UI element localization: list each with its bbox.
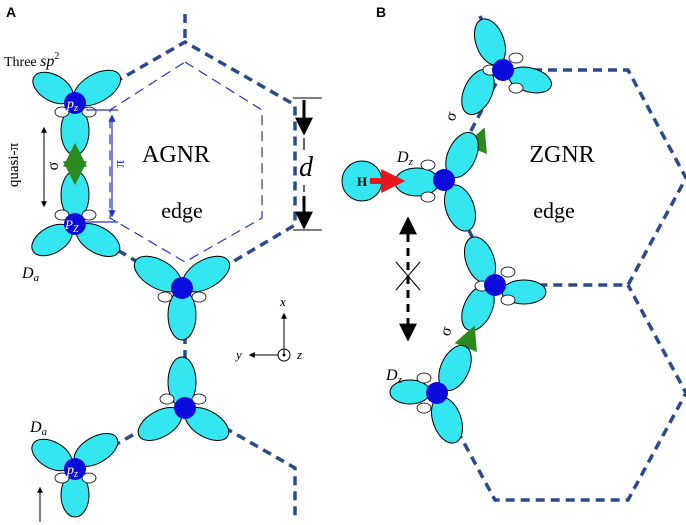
panel-a: A pz PZ [4, 4, 322, 522]
edge-atom-bottom: pz [31, 433, 119, 518]
panel-a-label: A [6, 4, 16, 20]
quasi-pi-label: quasi-π [6, 142, 22, 187]
edge-atom-lower: PZ [31, 170, 121, 257]
carbon-atom [171, 277, 193, 299]
pz-label-lower: PZ [64, 217, 79, 235]
carbon-atom [426, 382, 448, 404]
pz-label: pz [66, 97, 78, 114]
edge-atom-upper: pz [32, 69, 122, 156]
orbital-note: Three sp2 [4, 51, 59, 70]
carbon-atom [64, 213, 86, 235]
bulk-atom-middle [133, 255, 231, 341]
distance-d-marker: d [293, 97, 322, 231]
sigma-label: σ [45, 161, 62, 170]
bulk-atom-lower [137, 356, 230, 441]
pz-label-bottom: pz [66, 463, 78, 480]
carbon-atom [484, 274, 506, 296]
zgnr-ribbon-name: ZGNR [529, 142, 594, 168]
site-label-da-lower: Da [29, 419, 48, 438]
panel-b-label: B [376, 4, 386, 20]
carbon-atom [433, 169, 455, 191]
zgnr-atom-bottom [389, 344, 472, 444]
sigma-top-label: σ [442, 109, 461, 123]
site-label-dz-bottom: Dz [385, 367, 403, 386]
carbon-atom [64, 458, 86, 480]
site-label-da: Da [21, 265, 40, 284]
axis-x-label: x [279, 294, 286, 309]
zgnr-edge-atom-h [394, 131, 479, 232]
z-axis-out-icon [277, 348, 291, 362]
carbon-atom [174, 397, 196, 419]
sigma-bottom-label: σ [437, 324, 456, 338]
carbon-atom [492, 59, 514, 81]
distance-label: d [299, 152, 314, 183]
pi-label: π [112, 160, 128, 168]
hydrogen-label: H [357, 174, 367, 189]
ribbon-name: AGNR [142, 142, 210, 168]
zgnr-edge-word: edge [533, 198, 575, 223]
carbon-atom [64, 92, 86, 114]
site-label-dz-top: Dz [396, 149, 414, 168]
small-lobe [81, 209, 97, 221]
zgnr-atom-top [461, 18, 552, 116]
zgnr-atom-middle [461, 236, 547, 332]
coordinate-axes: x y z [234, 294, 302, 362]
edge-word: edge [161, 198, 203, 223]
axis-z-label: z [296, 347, 302, 362]
axis-y-label: y [234, 347, 242, 362]
panel-b: B σ H [341, 4, 686, 502]
